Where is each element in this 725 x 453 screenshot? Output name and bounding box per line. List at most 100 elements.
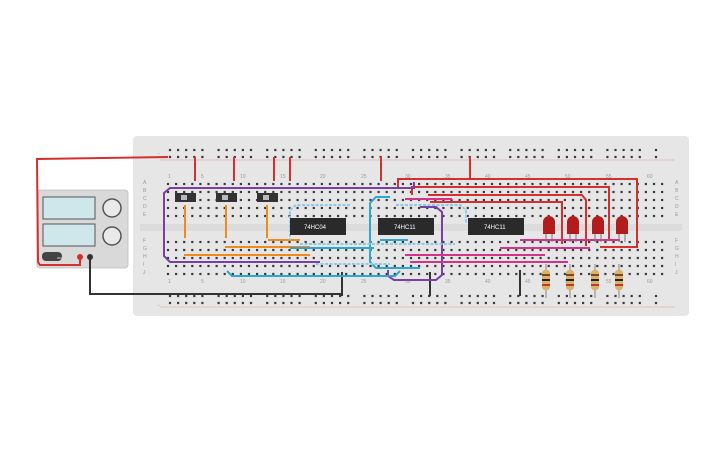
breadboard-hole: [296, 240, 299, 244]
breadboard-hole: [177, 148, 180, 152]
chip-74hc11[interactable]: 74HC11: [378, 218, 434, 235]
slide-switches[interactable]: [175, 193, 278, 202]
breadboard-hole: [604, 190, 607, 194]
breadboard-hole: [304, 248, 307, 252]
breadboard-hole: [515, 256, 518, 260]
power-button[interactable]: [42, 252, 62, 261]
breadboard-hole: [426, 264, 429, 268]
power-supply[interactable]: ON: [36, 189, 129, 269]
breadboard-hole: [450, 214, 453, 218]
breadboard-hole: [418, 272, 421, 276]
breadboard-hole: [580, 248, 583, 252]
chip-74hc11-b[interactable]: 74HC11: [468, 218, 524, 235]
col-num: 15: [280, 174, 286, 180]
breadboard-hole: [563, 182, 566, 186]
breadboard-hole: [290, 301, 293, 305]
breadboard-hole: [565, 294, 568, 298]
breadboard-hole: [442, 182, 445, 186]
breadboard-hole: [215, 264, 218, 268]
chip-body[interactable]: [378, 218, 434, 235]
breadboard-hole: [369, 272, 372, 276]
breadboard-hole: [409, 182, 413, 186]
breadboard-hole: [515, 206, 518, 210]
breadboard-hole: [541, 155, 544, 159]
slide-switch-knob[interactable]: [181, 195, 187, 200]
breadboard-hole: [328, 240, 332, 244]
breadboard-hole: [490, 182, 494, 186]
breadboard-hole: [296, 248, 299, 252]
breadboard-hole: [298, 148, 301, 152]
chip-body[interactable]: [290, 218, 346, 235]
breadboard-hole: [201, 301, 204, 305]
breadboard-hole: [563, 272, 566, 276]
breadboard-hole: [547, 190, 550, 194]
breadboard-hole: [563, 264, 566, 268]
resistors[interactable]: [542, 264, 623, 298]
breadboard-hole: [426, 248, 429, 252]
breadboard-hole: [547, 248, 550, 252]
breadboard-hole: [199, 264, 202, 268]
breadboard-hole: [225, 148, 228, 152]
breadboard-hole: [328, 198, 332, 202]
voltage-knob[interactable]: [102, 198, 122, 218]
col-num: 10: [240, 279, 246, 285]
breadboard-hole: [442, 256, 445, 260]
led-red[interactable]: [616, 216, 628, 234]
breadboard-hole: [636, 264, 639, 268]
breadboard-hole: [328, 206, 332, 210]
led-red[interactable]: [592, 216, 604, 234]
breadboard-hole: [515, 182, 518, 186]
breadboard-hole: [499, 214, 502, 218]
breadboard-hole: [379, 294, 382, 298]
breadboard-hole: [337, 272, 340, 276]
breadboard-hole: [460, 155, 463, 159]
breadboard-hole: [409, 248, 413, 252]
breadboard-hole: [474, 190, 477, 194]
breadboard-hole: [458, 248, 461, 252]
breadboard-hole: [555, 272, 558, 276]
breadboard-hole: [507, 264, 510, 268]
breadboard-hole: [207, 198, 210, 202]
led-red[interactable]: [543, 216, 555, 234]
breadboard-hole: [371, 155, 374, 159]
resistor[interactable]: [566, 264, 574, 298]
breadboard-hole: [523, 264, 526, 268]
resistor[interactable]: [591, 264, 599, 298]
leds[interactable]: [543, 216, 628, 242]
col-num: 5: [201, 279, 204, 285]
wire-red: [397, 178, 638, 248]
chip-label: 74HC11: [484, 225, 506, 231]
breadboard-hole: [385, 190, 388, 194]
breadboard-hole: [450, 272, 453, 276]
chip-74hc04[interactable]: 74HC04: [290, 218, 346, 235]
slide-switch-knob[interactable]: [263, 195, 269, 200]
slide-switch-knob[interactable]: [222, 195, 228, 200]
breadboard-hole: [264, 264, 267, 268]
breadboard-hole: [580, 214, 583, 218]
breadboard-hole: [555, 198, 558, 202]
breadboard-hole: [507, 198, 510, 202]
breadboard-hole: [547, 182, 550, 186]
col-num: 35: [445, 279, 451, 285]
chip-body[interactable]: [468, 218, 524, 235]
breadboard-hole: [247, 256, 251, 260]
breadboard-hole: [612, 248, 615, 252]
breadboard-hole: [517, 294, 520, 298]
breadboard-hole: [636, 272, 639, 276]
breadboard-hole: [296, 198, 299, 202]
breadboard-hole: [466, 272, 469, 276]
current-knob[interactable]: [102, 226, 122, 246]
resistor[interactable]: [615, 264, 623, 298]
resistor[interactable]: [542, 264, 550, 298]
breadboard-hole: [604, 240, 607, 244]
breadboard-hole: [555, 214, 558, 218]
breadboard-hole: [256, 248, 259, 252]
breadboard-hole: [274, 155, 277, 159]
breadboard-hole: [166, 272, 170, 276]
led-red[interactable]: [567, 216, 579, 234]
breadboard-hole: [256, 190, 259, 194]
col-num: 60: [647, 174, 653, 180]
breadboard-hole: [304, 214, 307, 218]
breadboard-hole: [571, 264, 575, 268]
breadboard-hole: [320, 198, 323, 202]
